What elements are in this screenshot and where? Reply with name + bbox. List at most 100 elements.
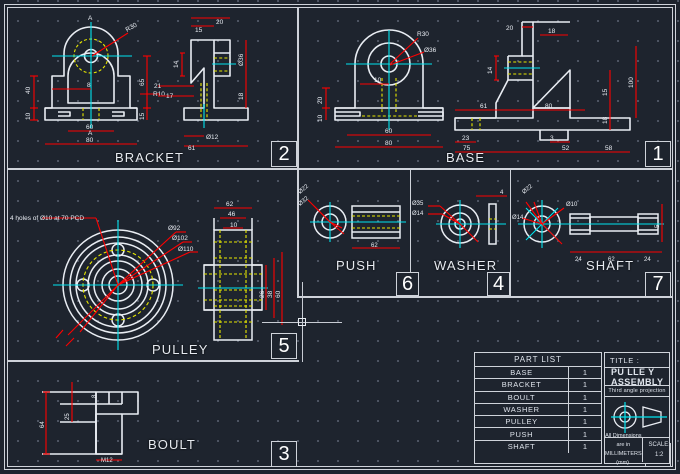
washer-drawing: Ø35 Ø14 4 xyxy=(412,190,507,248)
svg-text:R30: R30 xyxy=(417,31,429,38)
svg-text:Ø32: Ø32 xyxy=(297,195,310,207)
svg-text:R10: R10 xyxy=(153,91,165,98)
panel-boult[interactable]: 64 25 8 M12 xyxy=(8,362,298,470)
svg-text:8: 8 xyxy=(87,82,91,89)
title-block-footer: All Dimensions are in MILLIMETERS (mm). … xyxy=(605,433,670,466)
sheet-border xyxy=(4,4,676,470)
svg-text:Ø110: Ø110 xyxy=(178,246,194,253)
part-qty: 1 xyxy=(582,429,588,439)
svg-text:A: A xyxy=(88,15,93,22)
svg-text:Ø102: Ø102 xyxy=(172,235,188,242)
partnum-base: 1 xyxy=(645,141,671,167)
divider-row2 xyxy=(7,360,299,362)
panel-base[interactable]: R30 Ø36 10 20 10 60 80 xyxy=(300,8,672,168)
panel-bracket[interactable]: A A R30 8 R10 60 80 40 10 65 15 xyxy=(8,8,298,168)
svg-text:62: 62 xyxy=(608,257,615,263)
table-row[interactable]: PUSH 1 xyxy=(475,428,601,441)
caption-shaft: SHAFT xyxy=(586,258,635,273)
svg-text:24: 24 xyxy=(575,257,582,263)
partnum-push: 6 xyxy=(396,272,419,296)
svg-text:80: 80 xyxy=(545,103,553,110)
svg-text:38: 38 xyxy=(267,290,274,298)
svg-text:61: 61 xyxy=(188,145,196,152)
part-qty: 1 xyxy=(582,442,588,452)
svg-text:R30: R30 xyxy=(125,22,139,34)
svg-text:46: 46 xyxy=(228,211,236,218)
part-list-table[interactable]: PART LIST BASE 1 BRACKET 1 BOULT 1 WASHE… xyxy=(474,352,602,464)
caption-pulley: PULLEY xyxy=(152,342,209,357)
svg-text:20: 20 xyxy=(317,96,324,104)
svg-text:A: A xyxy=(88,130,93,137)
sheet-border-inner xyxy=(7,7,673,467)
svg-text:20: 20 xyxy=(216,19,224,26)
panel-push[interactable]: Ø22 Ø32 62 xyxy=(297,172,410,296)
table-row[interactable]: PULLEY 1 xyxy=(475,416,601,429)
part-name: SHAFT xyxy=(475,440,569,454)
svg-text:15: 15 xyxy=(602,88,609,96)
svg-text:20: 20 xyxy=(506,25,514,32)
svg-text:18: 18 xyxy=(238,92,245,100)
part-list-body: BASE 1 BRACKET 1 BOULT 1 WASHER 1 PULLEY… xyxy=(475,367,601,454)
part-name: WASHER xyxy=(475,403,569,416)
caption-bracket: BRACKET xyxy=(115,150,185,165)
divider-col-mid xyxy=(297,170,299,297)
title-label: TITLE : xyxy=(605,353,669,368)
title-block[interactable]: TITLE : PU LLE Y ASSEMBLY Third angle pr… xyxy=(604,352,670,466)
part-name: BRACKET xyxy=(475,379,569,391)
svg-text:18: 18 xyxy=(548,28,556,35)
svg-text:4: 4 xyxy=(500,190,504,196)
caption-base: BASE xyxy=(446,150,486,165)
pulley-drawing: 4 holes of Ø10 at 70 PCD Ø92 Ø102 Ø110 xyxy=(10,201,283,350)
part-qty: 1 xyxy=(582,368,588,378)
boult-drawing: 64 25 8 M12 xyxy=(40,382,139,464)
partnum-washer: 4 xyxy=(487,272,510,296)
svg-text:75: 75 xyxy=(463,145,471,152)
svg-text:Ø36: Ø36 xyxy=(424,47,437,54)
partnum-boult-left: 3 xyxy=(271,441,297,467)
caption-push: PUSH xyxy=(336,258,377,273)
table-row[interactable]: WASHER 1 xyxy=(475,403,601,417)
shaft-drawing: Ø22 Ø14 Ø10 24 62 24 5 xyxy=(512,183,664,263)
svg-text:Ø22: Ø22 xyxy=(297,183,310,195)
divider-washer-left xyxy=(410,170,411,297)
partnum-pulley: 5 xyxy=(271,333,297,359)
svg-text:65: 65 xyxy=(139,78,146,86)
svg-text:Ø22: Ø22 xyxy=(521,183,534,195)
panel-pulley[interactable]: 4 holes of Ø10 at 70 PCD Ø92 Ø102 Ø110 xyxy=(8,170,296,360)
svg-text:61: 61 xyxy=(480,103,488,110)
svg-text:3: 3 xyxy=(550,135,554,142)
svg-text:60: 60 xyxy=(86,124,94,131)
part-name: BOULT xyxy=(475,391,569,403)
third-angle-projection-symbol xyxy=(605,397,669,438)
svg-text:23: 23 xyxy=(462,135,470,142)
table-row[interactable]: BASE 1 xyxy=(475,367,601,380)
divider-row1 xyxy=(7,168,673,170)
scale-cell: SCALE: 1:2 xyxy=(643,438,676,462)
partnum-shaft: 7 xyxy=(645,272,671,297)
panel-washer[interactable]: Ø35 Ø14 4 xyxy=(412,172,509,296)
svg-text:Ø10: Ø10 xyxy=(566,202,578,208)
projection-label: Third angle projection xyxy=(605,386,669,397)
part-list-header: PART LIST xyxy=(475,353,601,367)
table-row[interactable]: BRACKET 1 xyxy=(475,379,601,392)
divider-shaft-left xyxy=(510,170,511,297)
svg-text:15: 15 xyxy=(195,27,203,34)
svg-text:58: 58 xyxy=(605,145,613,152)
svg-text:80: 80 xyxy=(86,137,94,144)
drawing-title: PU LLE Y ASSEMBLY xyxy=(605,367,669,387)
svg-text:M12: M12 xyxy=(101,458,113,464)
table-row[interactable]: BOULT 1 xyxy=(475,391,601,404)
svg-text:10: 10 xyxy=(230,222,238,229)
svg-text:Ø36: Ø36 xyxy=(238,53,245,66)
svg-text:14: 14 xyxy=(487,66,494,74)
svg-text:60: 60 xyxy=(275,290,282,298)
push-drawing: Ø22 Ø32 62 xyxy=(297,183,406,249)
svg-text:80: 80 xyxy=(385,140,393,147)
svg-text:100: 100 xyxy=(628,77,635,88)
svg-text:24: 24 xyxy=(644,257,651,263)
svg-text:10: 10 xyxy=(374,77,382,84)
panel-shaft[interactable]: Ø22 Ø14 Ø10 24 62 24 5 xyxy=(512,172,672,296)
caption-boult: BOULT xyxy=(148,437,196,452)
table-row[interactable]: SHAFT 1 xyxy=(475,440,601,454)
